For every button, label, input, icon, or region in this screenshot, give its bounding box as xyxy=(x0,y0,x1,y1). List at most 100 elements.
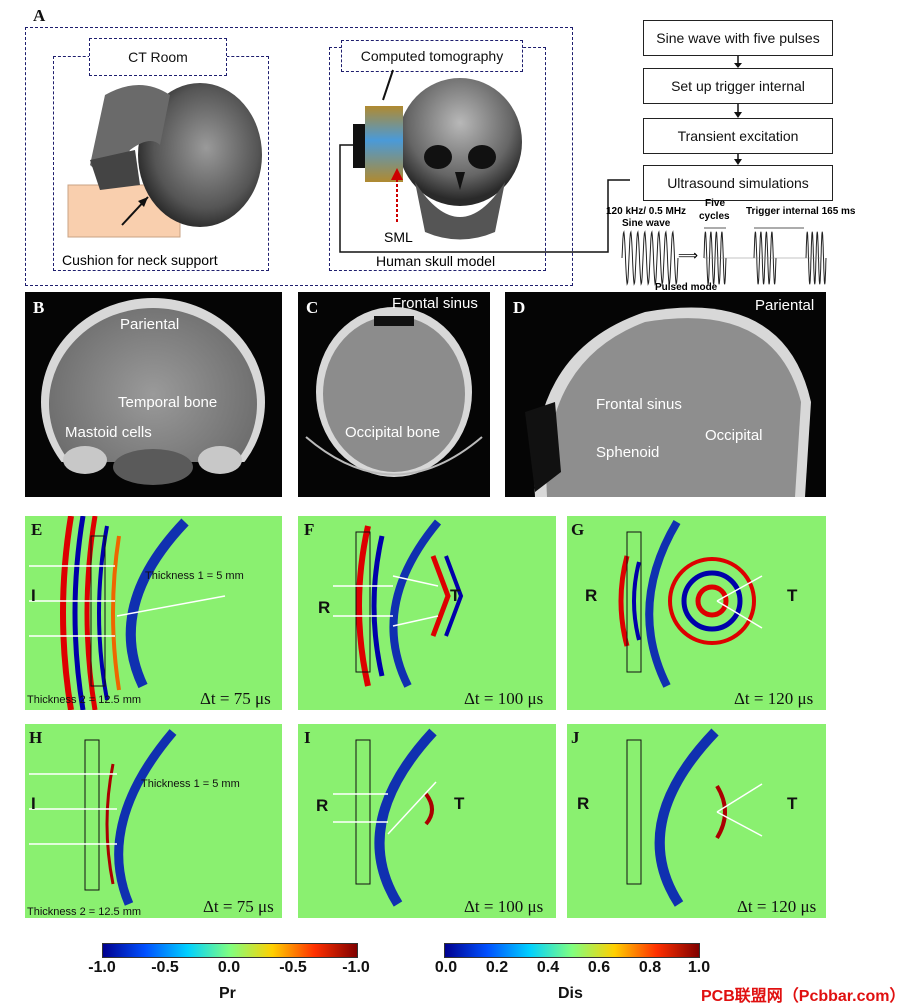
dt-h: Δt = 75 μs xyxy=(203,897,274,916)
jaw-shape xyxy=(90,150,140,190)
dis-tick-4: 0.6 xyxy=(587,959,611,976)
computed-tomography-label: Computed tomography xyxy=(360,48,504,64)
dis-label: Dis xyxy=(558,985,583,1002)
sim-panel-i: I R T Δt = 100 μs xyxy=(298,724,556,918)
watermark: PCB联盟网（Pcbbar.com） xyxy=(701,988,903,1005)
cushion-label: Cushion for neck support xyxy=(62,252,218,268)
transmit-label-i: T xyxy=(454,794,465,813)
flow-step-1: Sine wave with five pulses xyxy=(643,20,833,56)
skull-wall-j xyxy=(654,728,719,907)
skull-front-illustration xyxy=(353,69,522,240)
ct-room-tag: CT Room xyxy=(89,38,227,76)
sml-label: SML xyxy=(384,229,413,245)
computed-tomography-tag: Computed tomography xyxy=(341,40,523,72)
incident-label-e: I xyxy=(31,586,36,605)
ct-pointer xyxy=(382,69,394,101)
sim-i-field xyxy=(333,728,437,907)
transmit-arrows-j xyxy=(716,783,763,837)
sim-panel-f: F R T Δt = 100 μs xyxy=(298,516,556,710)
sim-e-field xyxy=(29,516,226,710)
thickness1-h: Thickness 1 = 5 mm xyxy=(141,778,240,790)
dis-tick-1: 0.0 xyxy=(434,959,458,976)
panel-label-j: J xyxy=(571,728,580,747)
eye-socket-left xyxy=(424,145,452,169)
flow-step-2: Set up trigger internal xyxy=(643,68,833,104)
incident-arrows-h xyxy=(29,773,117,845)
arrow-glyph: ⟹ xyxy=(678,247,699,263)
pulse-waveform xyxy=(621,227,827,286)
dis-tick-6: 1.0 xyxy=(687,959,711,976)
dis-tick-2: 0.2 xyxy=(485,959,509,976)
sim-j-field xyxy=(626,728,763,907)
cranium-shape xyxy=(138,83,262,227)
ct-b-mastoid: Mastoid cells xyxy=(65,424,152,441)
pulsed-mode-label: Pulsed mode xyxy=(655,282,718,293)
human-skull-label: Human skull model xyxy=(376,253,496,269)
pr-tick-1: -1.0 xyxy=(88,959,116,976)
ct-d-image xyxy=(525,307,811,497)
skull-wall-g xyxy=(645,519,681,688)
sim-h-field xyxy=(29,729,177,906)
ct-c-frontal: Frontal sinus xyxy=(392,295,478,312)
panel-label-c: C xyxy=(306,298,319,317)
nasal-cavity xyxy=(455,172,465,190)
flow-step-1-label: Sine wave with five pulses xyxy=(656,30,820,46)
transducer-box-j xyxy=(626,739,642,885)
thickness1-e: Thickness 1 = 5 mm xyxy=(145,570,244,582)
pr-colorbar xyxy=(102,943,358,958)
sine-wave-label: Sine wave xyxy=(622,218,671,229)
panel-label-b: B xyxy=(33,298,45,317)
panel-label-f: F xyxy=(304,520,315,539)
ct-d-occipital: Occipital xyxy=(705,427,763,444)
reflect-arrows-f xyxy=(333,585,393,617)
transducer-box-e xyxy=(90,535,106,687)
transmit-label-j: T xyxy=(787,794,798,813)
transmit-arrows-f xyxy=(392,575,439,627)
transmit-arrows-g xyxy=(716,575,763,629)
reflect-arrows-i xyxy=(333,793,388,823)
ct-b-image xyxy=(25,298,282,497)
flow-step-3-label: Transient excitation xyxy=(677,128,799,144)
panel-label-a: A xyxy=(33,6,46,25)
dt-g: Δt = 120 μs xyxy=(734,689,814,708)
cushion-pointer-head xyxy=(138,197,148,207)
panel-label-i: I xyxy=(304,728,311,747)
thickness2-h: Thickness 2 = 12.5 mm xyxy=(27,906,142,918)
cable-line xyxy=(339,144,630,253)
ct-panel-d: D Pariental Frontal sinus Occipital Sphe… xyxy=(505,292,826,497)
continuous-sine xyxy=(621,230,679,286)
sim-f-field xyxy=(333,519,464,688)
thickness2-e: Thickness 2 = 12.5 mm xyxy=(27,694,142,706)
cycles-label: cycles xyxy=(699,211,730,222)
reflect-label-g: R xyxy=(585,586,598,605)
transmit-label-g: T xyxy=(787,586,798,605)
dis-tick-3: 0.4 xyxy=(536,959,560,976)
skull-wall-i xyxy=(374,728,437,907)
flow-step-4: Ultrasound simulations xyxy=(643,165,833,201)
pr-tick-5: -1.0 xyxy=(342,959,370,976)
eye-socket-right xyxy=(468,145,496,169)
transmit-label-f: T xyxy=(450,586,461,605)
pr-tick-2: -0.5 xyxy=(151,959,179,976)
incident-label-h: I xyxy=(31,794,36,813)
sim-panel-g: G R T Δt = 120 μs xyxy=(567,516,826,710)
dt-j: Δt = 120 μs xyxy=(737,897,817,916)
ct-panel-c: C Frontal sinus Occipital bone xyxy=(298,292,490,497)
sim-g-field xyxy=(618,519,763,688)
panel-label-e: E xyxy=(31,520,43,539)
panel-label-d: D xyxy=(513,298,526,317)
flow-step-4-label: Ultrasound simulations xyxy=(667,175,809,191)
freq-label: 120 kHz/ 0.5 MHz xyxy=(606,206,687,217)
trigger-label: Trigger internal 165 ms xyxy=(746,206,856,217)
reflect-label-i: R xyxy=(316,796,329,815)
dis-colorbar xyxy=(444,943,700,958)
dis-tick-5: 0.8 xyxy=(638,959,662,976)
thickness1-pointer-e xyxy=(116,595,226,617)
skull-wall-h xyxy=(114,729,177,906)
sim-panel-j: J R T Δt = 120 μs xyxy=(567,724,826,918)
wavefronts-e xyxy=(60,516,121,710)
panel-label-g: G xyxy=(571,520,585,539)
transducer-back xyxy=(353,124,367,168)
dt-e: Δt = 75 μs xyxy=(200,689,271,708)
pr-label: Pr xyxy=(219,985,236,1002)
